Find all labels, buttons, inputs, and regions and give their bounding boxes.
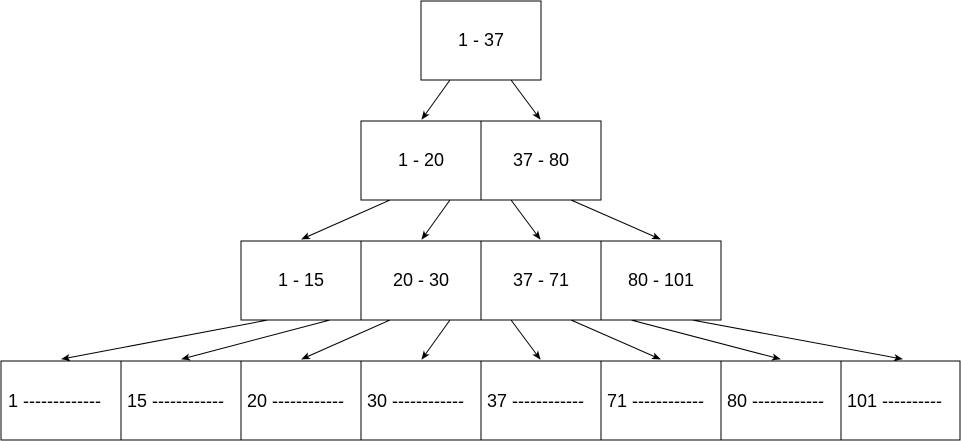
node-80-101-box — [600, 240, 722, 321]
node-37-80: 37 - 80 — [480, 120, 602, 201]
node-1-15-label: 1 - 15 — [278, 270, 324, 290]
edge-root-to-node-1-20 — [421, 79, 451, 120]
node-80-101: 80 - 101 — [600, 240, 722, 321]
leaf-node-15-box — [120, 360, 242, 441]
edge-37-80-to-80-101 — [570, 199, 661, 240]
leaf-node-20: 20 ------------ — [240, 360, 362, 441]
leaf-row: 1 ------------- 15 ------------ 20 -----… — [0, 360, 961, 441]
edge-37-71-to-leaf-37 — [510, 319, 541, 360]
leaf-node-1-box — [0, 360, 122, 441]
leaf-node-71: 71 ------------ — [600, 360, 722, 441]
leaf-node-71-label: 71 ------------ — [607, 391, 704, 411]
edge-80-101-to-leaf-101 — [691, 319, 903, 362]
leaf-node-101-label: 101 ---------- — [847, 391, 942, 411]
node-37-71: 37 - 71 — [480, 240, 602, 321]
node-20-30: 20 - 30 — [360, 240, 482, 321]
edge-1-15-to-leaf-1 — [61, 319, 269, 362]
node-1-20-label: 1 - 20 — [398, 150, 444, 170]
leaf-node-15-label: 15 ------------ — [127, 391, 224, 411]
edge-1-20-to-1-15 — [301, 199, 391, 240]
leaf-node-37: 37 ------------ — [480, 360, 602, 441]
leaf-node-15: 15 ------------ — [120, 360, 242, 441]
root-node-box — [420, 0, 542, 81]
edge-80-101-to-leaf-80 — [630, 319, 781, 361]
edge-1-20-to-20-30 — [421, 199, 451, 240]
leaf-node-20-label: 20 ------------ — [247, 391, 344, 411]
root-node-label: 1 - 37 — [458, 30, 504, 50]
leaf-node-71-box — [600, 360, 722, 441]
leaf-node-80: 80 ------------ — [720, 360, 842, 441]
node-1-20: 1 - 20 — [360, 120, 482, 201]
level2-node: 1 - 15 20 - 30 37 - 71 80 - 101 — [240, 240, 722, 321]
node-20-30-box — [360, 240, 482, 321]
edge-20-30-to-leaf-30 — [421, 319, 451, 360]
node-1-15: 1 - 15 — [240, 240, 362, 321]
leaf-node-37-label: 37 ------------ — [487, 391, 584, 411]
edge-37-71-to-leaf-71 — [570, 319, 661, 360]
node-37-80-label: 37 - 80 — [513, 150, 569, 170]
leaf-node-30: 30 ------------ — [360, 360, 482, 441]
leaf-node-80-box — [720, 360, 842, 441]
tree-edges — [61, 79, 903, 362]
leaf-node-80-label: 80 ------------ — [727, 391, 824, 411]
edge-20-30-to-leaf-20 — [301, 319, 391, 360]
node-80-101-label: 80 - 101 — [628, 270, 694, 290]
node-37-80-box — [480, 120, 602, 201]
leaf-node-30-label: 30 ------------ — [367, 391, 464, 411]
node-37-71-box — [480, 240, 602, 321]
edge-root-to-node-37-80 — [510, 79, 541, 120]
leaf-node-30-box — [360, 360, 482, 441]
leaf-node-101-box — [840, 360, 961, 441]
level1-node: 1 - 20 37 - 80 — [360, 120, 602, 201]
leaf-node-1-label: 1 ------------- — [8, 391, 101, 411]
leaf-node-20-box — [240, 360, 362, 441]
leaf-node-37-box — [480, 360, 602, 441]
edge-1-15-to-leaf-15 — [181, 319, 331, 361]
leaf-node-101: 101 ---------- — [840, 360, 961, 441]
node-37-71-label: 37 - 71 — [513, 270, 569, 290]
root-node: 1 - 37 — [420, 0, 542, 81]
leaf-node-1: 1 ------------- — [0, 360, 122, 441]
node-20-30-label: 20 - 30 — [393, 270, 449, 290]
edge-37-80-to-37-71 — [510, 199, 541, 240]
